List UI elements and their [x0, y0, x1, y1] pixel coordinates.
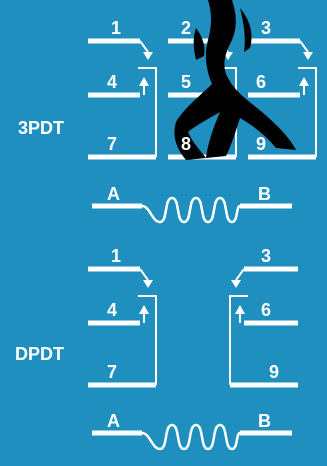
- arrow-up-icon: [299, 77, 309, 86]
- terminal-label-7: 7: [107, 134, 117, 154]
- coil-label-a: A: [107, 411, 120, 431]
- terminal-label-9: 9: [269, 362, 279, 382]
- terminal-label-1: 1: [111, 18, 121, 38]
- labels-dpdt: DPDT 1 3 4 6 7 9 A B: [15, 246, 279, 431]
- coil-label-b: B: [258, 184, 271, 204]
- coil-3pdt: [92, 196, 292, 224]
- coil-dpdt: [92, 423, 292, 451]
- coil-winding-icon: [141, 423, 241, 451]
- arrow-up-icon: [235, 305, 245, 314]
- terminal-label-3: 3: [261, 18, 271, 38]
- labels-3pdt: 3PDT 1 2 3 4 5 6 7 8 9 A B: [18, 18, 271, 204]
- terminal-label-7: 7: [107, 362, 117, 382]
- relay-title-dpdt: DPDT: [15, 344, 64, 364]
- terminal-label-4: 4: [107, 72, 117, 92]
- pole-right-dpdt: [229, 266, 298, 388]
- coil-label-a: A: [107, 184, 120, 204]
- arrow-down-icon: [143, 52, 153, 60]
- terminal-label-6: 6: [261, 300, 271, 320]
- terminal-label-8: 8: [181, 134, 191, 154]
- terminal-label-4: 4: [107, 300, 117, 320]
- terminal-label-1: 1: [111, 246, 121, 266]
- arrow-down-icon: [303, 52, 313, 60]
- pole-3-3pdt: [248, 38, 317, 160]
- coil-label-b: B: [258, 411, 271, 431]
- terminal-label-2: 2: [181, 18, 191, 38]
- relay-title-3pdt: 3PDT: [18, 118, 64, 138]
- terminal-label-9: 9: [256, 134, 266, 154]
- pole-left-dpdt: [88, 266, 157, 388]
- arrow-up-icon: [139, 305, 149, 314]
- terminal-label-5: 5: [181, 72, 191, 92]
- coil-winding-icon: [141, 196, 241, 224]
- terminal-label-3: 3: [261, 246, 271, 266]
- arrow-up-icon: [139, 77, 149, 86]
- terminal-label-6: 6: [256, 72, 266, 92]
- silhouette-figure: [174, 0, 296, 160]
- arrow-down-icon: [143, 280, 153, 288]
- arrow-down-icon: [231, 280, 241, 288]
- pole-1-3pdt: [88, 38, 157, 160]
- relay-dpdt: [88, 266, 298, 451]
